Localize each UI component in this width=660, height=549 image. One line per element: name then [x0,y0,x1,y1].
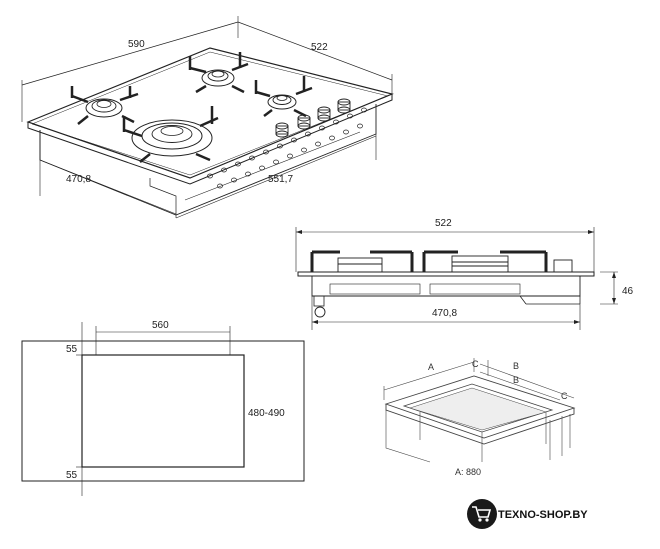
iso-depth-dimension: 522 [311,42,328,53]
install-label-c-top: C [472,359,479,369]
iso-width-dimension: 590 [128,39,145,50]
burner-back-center [188,52,249,94]
install-label-b-top: B [513,361,519,371]
cutout-margin-bottom: 55 [66,470,78,481]
burner-left [70,86,139,125]
iso-cutout-depth-dimension: 470,8 [66,174,91,185]
install-label-a: A [428,362,434,372]
side-view [295,227,618,330]
cutout-plan [21,322,305,496]
cutout-width-dimension: 560 [152,320,169,331]
iso-cutout-width-dimension: 551,7 [268,174,293,185]
side-height-dimension: 46 [622,286,634,297]
install-label-b-bottom: B [513,375,519,385]
brand-name: TEXNO-SHOP.BY [498,509,588,521]
burner-right [254,76,313,118]
knobs [275,98,351,138]
cutout-margin-top: 55 [66,344,78,355]
cutout-depth-dimension: 480-490 [248,408,285,419]
isometric-hob-view [21,16,394,219]
side-inner-dimension: 470,8 [432,308,457,319]
brand-logo: TEXNO-SHOP.BY [467,499,588,529]
side-width-dimension: 522 [435,218,452,229]
burner-wok-front [122,106,219,163]
install-label-c-right: C [561,391,568,401]
installation-view [383,358,576,463]
cart-icon [467,499,497,529]
install-note: A: 880 [455,467,481,477]
